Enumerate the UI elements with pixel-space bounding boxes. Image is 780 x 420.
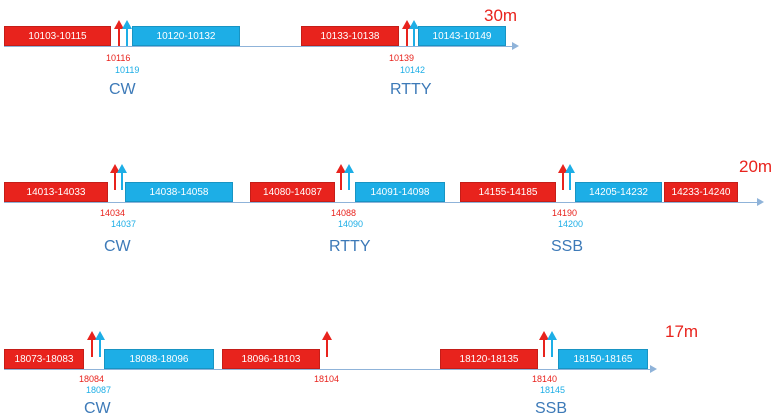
axis-arrow-icon: [650, 365, 657, 373]
segment: 14205-14232: [575, 182, 662, 202]
marker-label: 10119: [115, 65, 140, 75]
band-label: 30m: [484, 6, 518, 25]
blue-arrow-icon: [565, 164, 575, 190]
segment: 18073-18083: [4, 349, 84, 369]
marker-label: 10142: [400, 65, 426, 75]
red-arrow-icon: [322, 331, 332, 357]
mode-label: CW: [84, 400, 111, 417]
axis-arrow-icon: [757, 198, 764, 206]
frequency-axis: [4, 46, 514, 47]
segment: 14013-14033: [4, 182, 108, 202]
segment: 14155-14185: [460, 182, 556, 202]
marker-label: 18084: [79, 374, 105, 384]
red-arrow-icon: [114, 20, 124, 46]
segment: 10133-10138: [301, 26, 399, 46]
marker-label: 14037: [111, 219, 137, 229]
red-arrow-icon: [402, 20, 412, 46]
blue-arrow-icon: [117, 164, 127, 190]
segment: 14091-14098: [355, 182, 445, 202]
segment: 14038-14058: [125, 182, 233, 202]
blue-arrow-icon: [344, 164, 354, 190]
marker-label: 10139: [389, 53, 415, 63]
marker-label: 10116: [106, 53, 131, 63]
marker-label: 18145: [540, 385, 566, 395]
mode-label: RTTY: [390, 81, 432, 98]
blue-arrow-icon: [95, 331, 105, 357]
axis-arrow-icon: [512, 42, 519, 50]
mode-label: CW: [104, 238, 131, 255]
segment: 18120-18135: [440, 349, 538, 369]
blue-arrow-icon: [409, 20, 419, 46]
marker-label: 14200: [558, 219, 584, 229]
marker-label: 14190: [552, 208, 578, 218]
segment: 14233-14240: [664, 182, 738, 202]
segment: 10120-10132: [132, 26, 240, 46]
marker-label: 18140: [532, 374, 558, 384]
marker-label: 14034: [100, 208, 126, 218]
segment: 10143-10149: [418, 26, 506, 46]
frequency-axis: [4, 202, 758, 203]
segment: 18150-18165: [558, 349, 648, 369]
red-arrow-icon: [539, 331, 549, 357]
segment: 18088-18096: [104, 349, 214, 369]
red-arrow-icon: [110, 164, 120, 190]
marker-label: 18104: [314, 374, 340, 384]
frequency-axis: [4, 369, 650, 370]
segment: 14080-14087: [250, 182, 335, 202]
mode-label: SSB: [551, 238, 584, 255]
band-label: 20m: [739, 157, 773, 176]
blue-arrow-icon: [122, 20, 132, 46]
segment: 10103-10115: [4, 26, 111, 46]
marker-label: 14090: [338, 219, 364, 229]
mode-label: CW: [109, 81, 136, 98]
red-arrow-icon: [558, 164, 568, 190]
segment: 18096-18103: [222, 349, 320, 369]
mode-label: RTTY: [329, 238, 371, 255]
red-arrow-icon: [87, 331, 97, 357]
blue-arrow-icon: [547, 331, 557, 357]
marker-label: 14088: [331, 208, 357, 218]
mode-label: SSB: [535, 400, 568, 417]
red-arrow-icon: [336, 164, 346, 190]
marker-label: 18087: [86, 385, 112, 395]
band-label: 17m: [665, 322, 699, 341]
